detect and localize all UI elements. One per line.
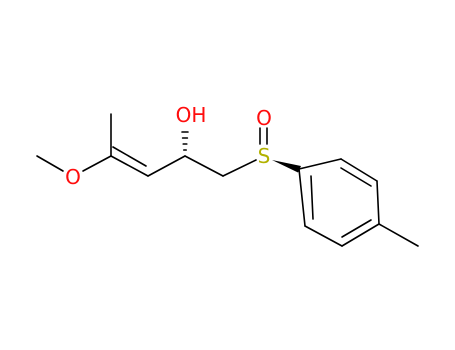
sulfoxide-oxygen-label: O (256, 106, 272, 130)
sulfur-label: S (258, 144, 271, 168)
bold-wedge-bond (272, 160, 301, 173)
bond-ch-carbinol (147, 155, 186, 177)
bond-carbinol-ch2 (184, 155, 224, 177)
methoxy-oxygen-label: O (65, 165, 81, 189)
hashed-wedge-bond (181, 131, 189, 151)
bond-methoxy-methyl (36, 155, 64, 172)
bond-alkene-inner (112, 146, 147, 167)
bond-ch2-sulfur (222, 159, 257, 177)
bond-para-methyl (378, 223, 419, 247)
bond-methoxy-o-c (82, 155, 112, 172)
benzene-ring (298, 158, 380, 247)
hydroxyl-label: OH (176, 103, 207, 127)
bond-alkene-main (110, 155, 149, 177)
